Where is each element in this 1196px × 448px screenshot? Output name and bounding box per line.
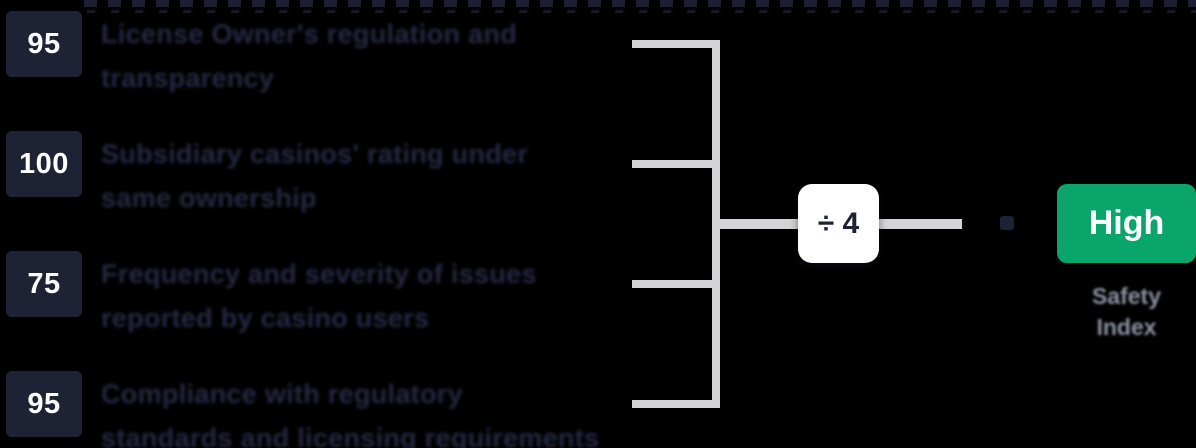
factor-label-4-line2: standards and licensing requirements [101,423,600,448]
cropped-top-artifact [84,0,1196,13]
factor-label-1-line2: transparency [101,63,275,93]
connector-stub-2 [632,160,720,168]
result-caption-line1: Safety [1091,283,1162,309]
factor-label-3-line2: reported by casino users [101,303,430,333]
score-box-4: 95 [6,371,82,437]
factor-label-1-line1: License Owner's regulation and [101,19,518,49]
result-caption-line2: Index [1096,314,1157,340]
connector-stub-3 [632,280,720,288]
connector-to-result [877,219,962,229]
score-box-3: 75 [6,251,82,317]
divide-by-four-box: ÷ 4 [798,184,879,263]
connector-to-divider [716,219,800,229]
factor-label-3: Frequency and severity of issues reporte… [101,252,611,340]
factor-label-4: Compliance with regulatory standards and… [101,372,611,448]
factor-label-3-line1: Frequency and severity of issues [101,259,537,289]
factor-label-2-line1: Subsidiary casinos' rating under [101,139,529,169]
factor-label-2: Subsidiary casinos' rating under same ow… [101,132,611,220]
result-caption: Safety Index [1057,281,1196,343]
factor-label-4-line1: Compliance with regulatory [101,379,463,409]
score-box-1: 95 [6,11,82,77]
result-badge: High [1057,184,1196,263]
score-box-2: 100 [6,131,82,197]
factor-label-2-line2: same ownership [101,183,317,213]
factor-label-1: License Owner's regulation and transpare… [101,12,611,100]
connector-stub-1 [632,40,720,48]
connector-stub-4 [632,400,720,408]
equals-icon [1000,216,1014,230]
